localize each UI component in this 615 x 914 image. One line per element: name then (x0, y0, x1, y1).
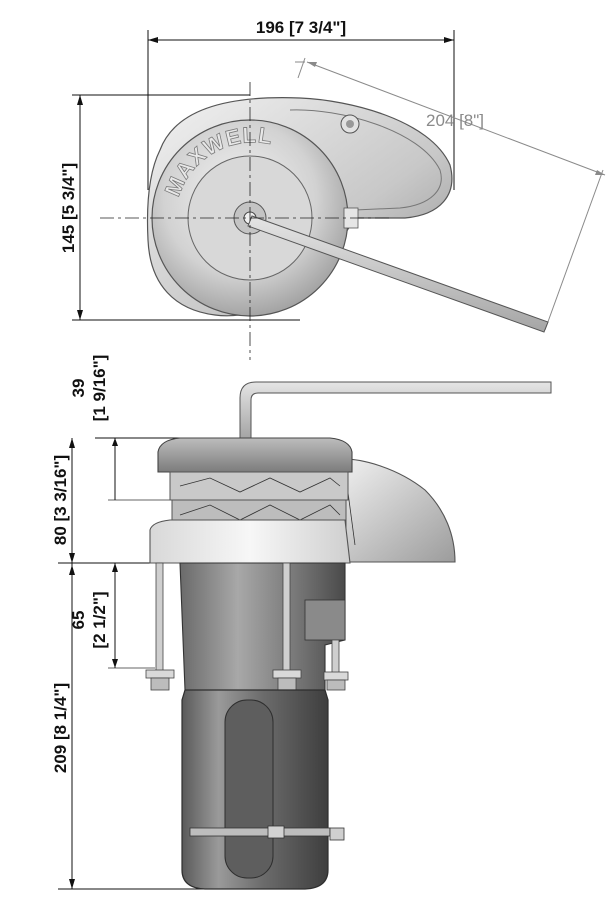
stud-washer-center (272, 669, 302, 679)
arrow-icon (69, 565, 75, 575)
arrow-icon (307, 62, 317, 67)
top-view: 196 [7 3/4"] 145 [5 3/4"] 204 [8"] MAXWE… (59, 18, 606, 360)
arrow-icon (69, 879, 75, 889)
arrow-icon (112, 659, 118, 668)
side-view: 39 [1 9/16"] 80 [3 3/16"] 65 [2 1/2"] 20… (51, 355, 552, 890)
arrow-icon (112, 438, 118, 446)
arrow-icon (444, 37, 454, 43)
diag-ext-left (297, 57, 306, 79)
stud-washer-right (323, 671, 349, 681)
stud-washer-left (145, 669, 175, 679)
top-diagonal-label: 204 [8"] (426, 111, 484, 130)
gypsy-upper (169, 471, 349, 501)
dim-209-label: 209 [8 1/4"] (51, 683, 70, 773)
top-width-label: 196 [7 3/4"] (256, 18, 346, 37)
arrow-icon (69, 553, 75, 563)
gypsy-teeth (179, 477, 341, 493)
top-height-label: 145 [5 3/4"] (59, 163, 78, 253)
dim-39-label: 39 (69, 379, 88, 398)
guard-bolt-center (346, 120, 354, 128)
arrow-icon (595, 170, 605, 175)
motor-terminal (329, 827, 345, 841)
arrow-icon (112, 563, 118, 572)
mounting-stud-left (155, 562, 164, 676)
motor-clamp-bolt (267, 825, 285, 839)
stud-nut-left (150, 677, 170, 691)
dim-80-label: 80 [3 3/16"] (51, 455, 70, 545)
winch-handle (239, 381, 552, 439)
gypsy-lower-teeth (179, 504, 341, 521)
top-diagonal-dimension-line (306, 61, 606, 176)
arrow-icon (77, 310, 83, 320)
motor-clamp (189, 827, 331, 837)
motor-band (224, 699, 274, 879)
gearbox-side-block (304, 599, 346, 641)
drum-cap (157, 437, 353, 473)
dim-65-label-inch: [2 1/2"] (90, 591, 109, 648)
arrow-icon (77, 95, 83, 105)
chain-pipe-housing (329, 458, 456, 563)
stud-nut-center (277, 677, 297, 691)
dim-39-label-inch: [1 9/16"] (90, 355, 109, 422)
dim-65-label: 65 (69, 611, 88, 630)
guard-ridge (289, 109, 442, 211)
mounting-stud-center (282, 562, 291, 676)
diag-ext-right (544, 169, 604, 331)
handle-rod-top (247, 215, 549, 333)
stud-nut-right (326, 679, 346, 691)
arrow-icon (69, 438, 75, 448)
base-plate (149, 519, 351, 564)
arrow-icon (148, 37, 158, 43)
